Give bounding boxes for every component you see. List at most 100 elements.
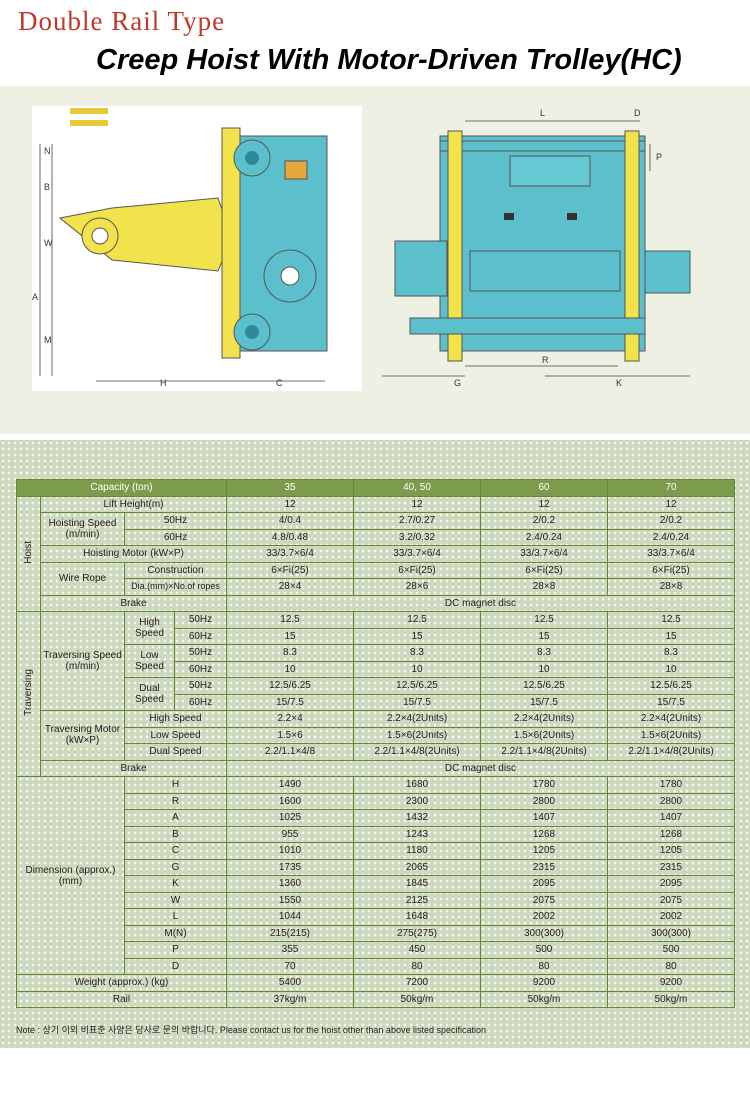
- table-cell: 300(300): [607, 924, 735, 942]
- dimension-key: H: [124, 776, 227, 794]
- table-cell: 8.3: [480, 644, 608, 662]
- table-cell: 1735: [226, 858, 354, 876]
- table-cell: 215(215): [226, 924, 354, 942]
- table-cell: 1600: [226, 792, 354, 810]
- table-cell: 8.3: [353, 644, 481, 662]
- table-cell: 1.5×6(2Units): [353, 726, 481, 744]
- row-label: Dimension (approx.) (mm): [16, 776, 125, 975]
- table-cell: 955: [226, 825, 354, 843]
- table-cell: 355: [226, 941, 354, 959]
- table-cell: 2.7/0.27: [353, 512, 481, 530]
- capacity-col-2: 40, 50: [353, 479, 481, 497]
- table-cell: 33/3.7×6/4: [226, 545, 354, 563]
- table-cell: 275(275): [353, 924, 481, 942]
- table-cell: 2.2/1.1×4/8(2Units): [353, 743, 481, 761]
- table-cell: 1268: [607, 825, 735, 843]
- table-cell: 1407: [607, 809, 735, 827]
- table-cell: 1205: [480, 842, 608, 860]
- dim-label-g: G: [454, 378, 461, 388]
- dim-label-h: H: [160, 378, 167, 388]
- dim-label-m: M: [44, 335, 52, 345]
- table-cell: 1.5×6: [226, 726, 354, 744]
- table-row: Dual Speed 50Hz 12.5/6.25 12.5/6.25 12.5…: [17, 677, 735, 711]
- table-cell: 1180: [353, 842, 481, 860]
- table-cell: 1010: [226, 842, 354, 860]
- table-cell: 4/0.4: [226, 512, 354, 530]
- table-cell: 37kg/m: [226, 990, 354, 1008]
- table-cell: 15: [226, 627, 354, 645]
- table-cell: 1680: [353, 776, 481, 794]
- table-cell: 1268: [480, 825, 608, 843]
- row-label: Brake: [40, 759, 227, 777]
- table-cell: 12: [226, 495, 354, 513]
- table-cell: 2315: [607, 858, 735, 876]
- front-view: L D P R G K: [382, 108, 691, 388]
- table-cell: 2075: [480, 891, 608, 909]
- row-sublabel: 50Hz: [174, 644, 227, 662]
- dimension-key: D: [124, 957, 227, 975]
- row-sublabel: Dia.(mm)×No.of ropes: [124, 578, 227, 596]
- table-cell: 2.2×4(2Units): [353, 710, 481, 728]
- table-row: Brake DC magnet disc: [17, 759, 735, 777]
- table-cell: 1780: [480, 776, 608, 794]
- dim-label-l: L: [540, 108, 545, 118]
- table-cell: 12: [353, 495, 481, 513]
- table-row: 60Hz 15 15 15 15: [17, 627, 735, 645]
- table-cell: 2002: [480, 908, 608, 926]
- dimension-key: W: [124, 891, 227, 909]
- table-cell: 2095: [607, 875, 735, 893]
- row-sublabel: 60Hz: [174, 660, 227, 678]
- row-sublabel: 60Hz: [174, 693, 227, 711]
- table-cell: 12.5: [353, 611, 481, 629]
- table-cell: 12.5/6.25: [353, 677, 481, 695]
- dimension-key: K: [124, 875, 227, 893]
- table-cell: 2.2×4: [226, 710, 354, 728]
- table-cell: 2095: [480, 875, 608, 893]
- table-row: Dia.(mm)×No.of ropes 28×4 28×6 28×8 28×8: [17, 578, 735, 596]
- table-row: Traversing Traversing Speed (m/min) High…: [16, 611, 735, 777]
- table-cell: 1432: [353, 809, 481, 827]
- row-label: Traversing Motor (kW×P): [40, 710, 125, 761]
- table-cell: 80: [607, 957, 735, 975]
- table-cell: 15: [353, 627, 481, 645]
- table-cell: 2315: [480, 858, 608, 876]
- motor-right: [644, 250, 691, 294]
- capacity-col-3: 60: [480, 479, 608, 497]
- table-cell: 2.2/1.1×4/8: [226, 743, 354, 761]
- table-cell: 5400: [226, 974, 354, 992]
- table-row: Hoisting Motor (kW×P) 33/3.7×6/4 33/3.7×…: [17, 545, 735, 563]
- row-sublabel: Low Speed: [124, 726, 227, 744]
- dim-label-c: C: [276, 378, 283, 388]
- row-label: Hoisting Motor (kW×P): [40, 545, 227, 563]
- table-row: Traversing Motor (kW×P) High Speed 2.2×4…: [17, 710, 735, 761]
- table-cell: 12.5/6.25: [480, 677, 608, 695]
- dim-label-r: R: [542, 355, 549, 365]
- table-cell: 450: [353, 941, 481, 959]
- dimension-key: L: [124, 908, 227, 926]
- table-cell: 9200: [480, 974, 608, 992]
- capacity-col-1: 35: [226, 479, 354, 497]
- table-cell: 12.5/6.25: [226, 677, 354, 695]
- row-sublabel: 50Hz: [124, 512, 227, 530]
- table-row: 60Hz 10 10 10 10: [17, 660, 735, 678]
- row-sublabel: 50Hz: [174, 677, 227, 695]
- group-label-hoist: Hoist: [16, 495, 41, 612]
- table-cell: 1550: [226, 891, 354, 909]
- dimension-key: M(N): [124, 924, 227, 942]
- dimension-key: R: [124, 792, 227, 810]
- dim-label-a: A: [32, 292, 38, 302]
- table-cell: 1.5×6(2Units): [607, 726, 735, 744]
- row-sublabel: Dual Speed: [124, 743, 227, 761]
- table-cell: 10: [353, 660, 481, 678]
- table-cell: 33/3.7×6/4: [480, 545, 608, 563]
- table-cell: 8.3: [607, 644, 735, 662]
- row-label: Hoisting Speed (m/min): [40, 512, 125, 546]
- table-cell: 15/7.5: [353, 693, 481, 711]
- table-cell: 50kg/m: [480, 990, 608, 1008]
- table-cell: 12: [480, 495, 608, 513]
- table-row: Brake DC magnet disc: [17, 594, 735, 612]
